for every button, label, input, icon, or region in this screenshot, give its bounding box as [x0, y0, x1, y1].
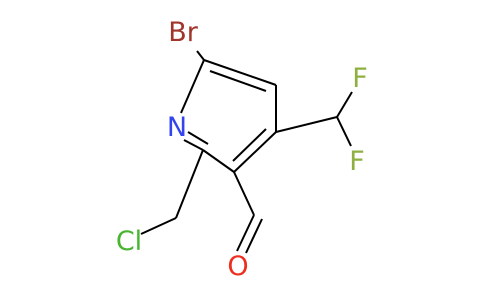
bond-chf2-f-top: [336, 91, 353, 118]
bond-ch2-cl: [140, 217, 177, 235]
bond-c2-n: [183, 139, 204, 151]
bond-c6-c5: [203, 59, 277, 86]
bond-cho-o-outer: [236, 214, 255, 252]
bond-c4-c3-inner: [232, 128, 267, 162]
bond-c6-br: [196, 50, 205, 61]
atom-label-cl: Cl: [116, 226, 142, 257]
bond-c2-n-inner: [187, 131, 209, 145]
atom-label-o: O: [227, 251, 248, 282]
bond-chf2-f-bottom: [336, 116, 352, 147]
bonds: [140, 50, 353, 254]
bond-c3-c2: [202, 149, 235, 173]
bond-cho-o-inner: [245, 218, 263, 254]
bond-c4-chf2: [275, 116, 338, 133]
bond-c4-c3: [233, 131, 277, 173]
bond-c3-cho: [233, 171, 255, 216]
bond-c6-c5-inner: [209, 70, 267, 92]
bond-c2-ch2: [175, 149, 204, 219]
atom-label-br: Br: [168, 17, 199, 48]
atom-label-n: N: [167, 112, 187, 143]
bond-n-c6: [180, 59, 205, 114]
atom-label-f-bottom: F: [349, 146, 365, 177]
atom-labels: Br N F F Cl O: [116, 17, 368, 282]
atom-label-f-top: F: [352, 63, 368, 94]
